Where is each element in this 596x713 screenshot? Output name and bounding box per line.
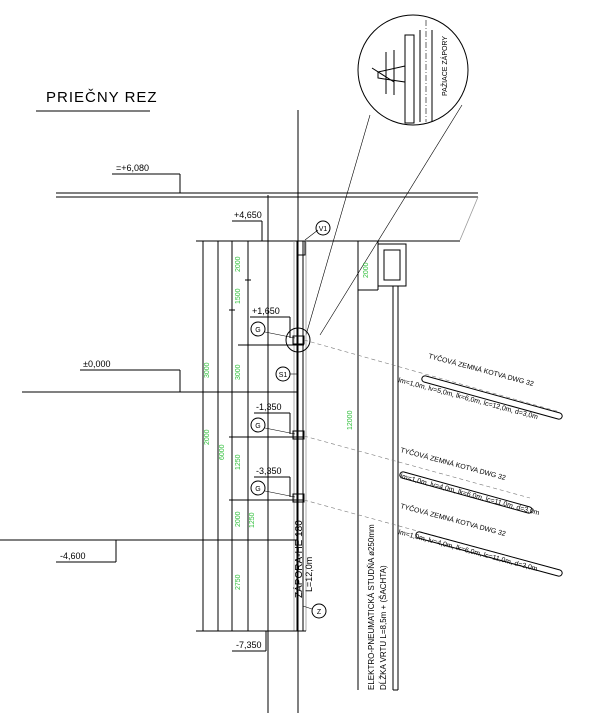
svg-text:2000: 2000: [363, 262, 370, 278]
svg-text:3000: 3000: [204, 362, 211, 378]
well: 2000 12000 ELEKTRO-PNEUMATICKÁ STUDŇA ø2…: [347, 241, 407, 691]
detail-label: PAŽIACE ZÁPORY: [440, 36, 449, 96]
anchor-2: TYČOVÁ ZEMNÁ KOTVA DWG 32 lm=1,0m, lv=4,…: [303, 435, 540, 517]
marker-g-1: [250, 321, 266, 337]
svg-text:12000: 12000: [347, 410, 354, 430]
level-0000: ±0,000: [83, 359, 110, 369]
dimension-chains: 2000 1500 3000 3000 2000 1250 2750 2000 …: [200, 240, 256, 632]
svg-text:G: G: [255, 486, 260, 493]
detail-callout: PAŽIACE ZÁPORY: [357, 14, 469, 126]
detail-ref-circle: [285, 327, 311, 353]
svg-text:1500: 1500: [235, 288, 242, 304]
detail-anchor-head: [377, 65, 406, 83]
svg-text:S1: S1: [279, 372, 288, 379]
marker-g-3: [250, 480, 266, 496]
svg-text:G: G: [255, 423, 260, 430]
level-top: =+6,080: [116, 163, 149, 173]
svg-text:V1: V1: [319, 226, 328, 233]
svg-text:1250: 1250: [249, 512, 256, 528]
level-4600: -4,600: [60, 551, 86, 561]
svg-text:6000: 6000: [219, 444, 226, 460]
level-3350: -3,350: [256, 466, 282, 476]
svg-text:3000: 3000: [235, 364, 242, 380]
drawing-title: PRIEČNY REZ: [46, 89, 158, 106]
well-depth: DĹŽKA VRTU L=8,5m + (ŠACHTA): [379, 565, 388, 690]
svg-text:2000: 2000: [204, 429, 211, 445]
svg-text:2000: 2000: [235, 511, 242, 527]
marker-g-2: [250, 417, 266, 433]
svg-text:2000: 2000: [235, 256, 242, 272]
level-1350: -1,350: [256, 402, 282, 412]
detail-pile: [404, 34, 415, 124]
detail-circle: [357, 14, 469, 126]
level-7350: -7,350: [236, 640, 262, 650]
well-label: ELEKTRO-PNEUMATICKÁ STUDŇA ø250mm: [367, 524, 376, 690]
anchor-1: TYČOVÁ ZEMNÁ KOTVA DWG 32 lm=1,0m, lv=5,…: [303, 339, 563, 421]
pile-head: [296, 240, 306, 256]
marker-z: [311, 603, 327, 619]
anchor-3-params: lm=1,0m, lv=4,0m, lk=6,0m, lc=11,0m, d=3…: [397, 529, 538, 573]
level-4650: +4,650: [234, 210, 262, 220]
marker-v1: [315, 220, 331, 236]
svg-text:2750: 2750: [235, 574, 242, 590]
pile-length: L=12,0m: [304, 557, 314, 592]
svg-text:G: G: [255, 327, 260, 334]
svg-text:1250: 1250: [235, 454, 242, 470]
pile-label: ZÁPORA-HE 180: [292, 520, 305, 598]
anchor-1-title: TYČOVÁ ZEMNÁ KOTVA DWG 32: [427, 351, 535, 388]
svg-text:Z: Z: [317, 609, 322, 616]
level-1650: +1,650: [252, 306, 280, 316]
